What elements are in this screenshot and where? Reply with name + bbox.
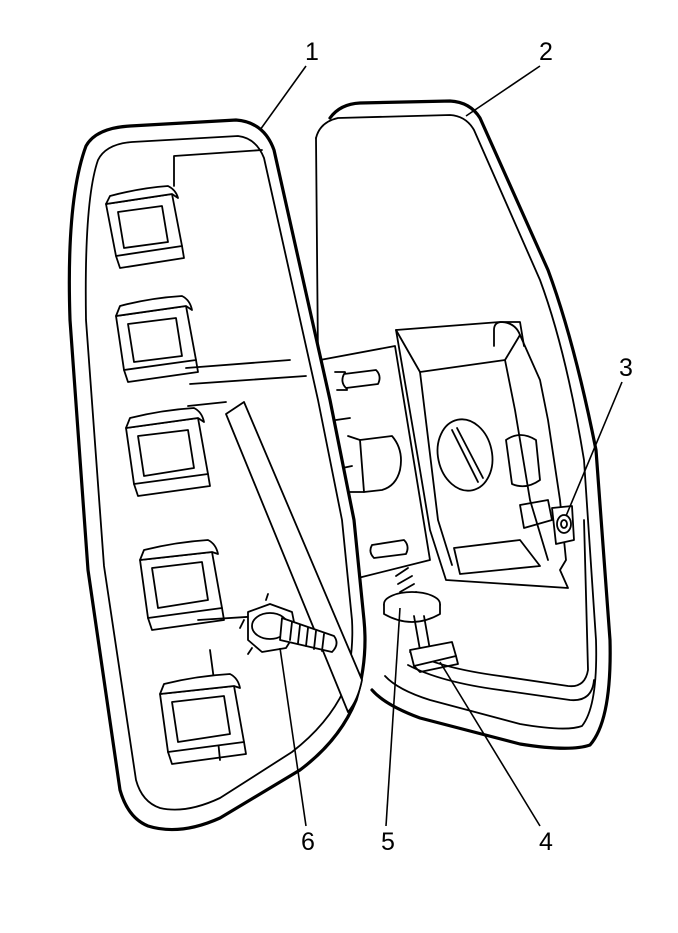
leader-1 [259,65,307,131]
clip-3 [125,407,211,497]
part-6-threaded-stud [239,593,338,655]
part-3-screw [551,505,575,545]
leader-4 [439,661,541,827]
actuator-bracket [395,321,569,589]
leader-2 [465,65,541,117]
callout-4: 4 [539,828,553,856]
glass-retaining-clips [105,185,247,765]
callout-5: 5 [381,828,395,856]
clip-5 [159,673,247,765]
clip-4 [139,539,225,631]
part-5-adjuster [383,567,441,651]
leader-5 [385,607,401,827]
callout-labels: 1 2 3 4 5 6 [301,38,633,856]
part-4-clip [409,641,459,673]
callout-2: 2 [539,38,553,66]
callout-3: 3 [619,354,633,382]
leader-6 [279,647,307,827]
callout-6: 6 [301,828,315,856]
clip-1 [105,185,185,269]
leader-3 [565,381,623,517]
leader-lines [259,65,623,827]
callout-1: 1 [305,38,319,66]
clip-2 [115,295,199,383]
